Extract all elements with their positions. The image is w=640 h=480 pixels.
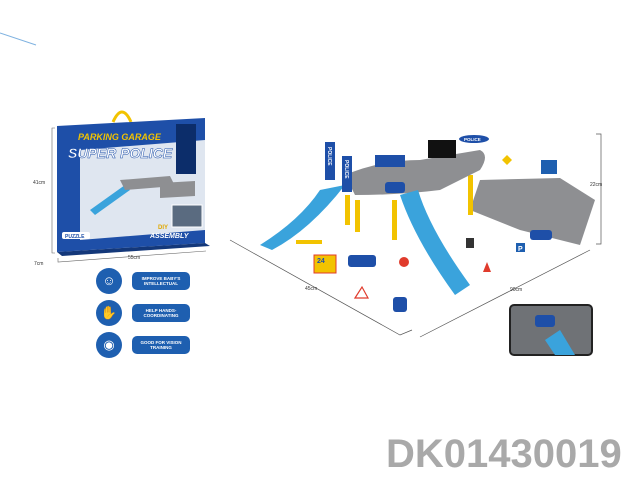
feature-label: IMPROVE BABY'S INTELLECTUAL [132, 272, 190, 290]
box-depth-dim: 7cm [34, 261, 43, 267]
ramp-right [400, 190, 470, 295]
feature-vision: ◉ GOOD FOR VISION TRAINING [96, 332, 236, 358]
playset-width-dim: 90cm [510, 287, 522, 293]
feature-label: GOOD FOR VISION TRAINING [132, 336, 190, 354]
feature-hands: ✋ HELP HANDS-COORDINATING [96, 300, 236, 326]
box-assembly: ASSEMBLY [149, 233, 190, 240]
hand-icon: ✋ [96, 300, 122, 326]
brain-icon: ☺ [96, 268, 122, 294]
corner-line [0, 32, 37, 46]
ramp-left [260, 185, 345, 250]
box-brand: PARKING GARAGE [78, 132, 162, 142]
playset: POLICE POLICE POLICE P 24 [229, 133, 602, 356]
feature-label: HELP HANDS-COORDINATING [132, 304, 190, 322]
feature-intellectual: ☺ IMPROVE BABY'S INTELLECTUAL [96, 268, 236, 294]
parking-lot [470, 178, 595, 245]
billboard-number: 24 [317, 258, 325, 265]
box-handle [111, 110, 133, 123]
box-title: SUPER POLICE [68, 145, 173, 161]
police-car [385, 182, 405, 193]
parking-sign: P [518, 246, 523, 253]
detail-inset [509, 304, 593, 356]
product-box: PARKING GARAGE SUPER POLICE PUZZLE ASSEM… [57, 110, 210, 256]
box-diy: DIY [158, 225, 168, 231]
playset-depth-dim: 45cm [305, 286, 317, 292]
upper-deck [345, 150, 485, 195]
police-sign-1: POLICE [326, 147, 332, 166]
product-code: DK01430019 [386, 432, 622, 476]
box-width-dim: 55cm [128, 255, 140, 261]
box-inset-photo [171, 204, 203, 228]
box-puzzle: PUZZLE [65, 234, 85, 240]
police-round-sign: POLICE [464, 137, 481, 142]
box-height-dim: 41cm [33, 180, 45, 186]
playset-height-dim: 22cm [590, 182, 602, 188]
police-sign-2: POLICE [343, 160, 349, 179]
eye-icon: ◉ [96, 332, 122, 358]
